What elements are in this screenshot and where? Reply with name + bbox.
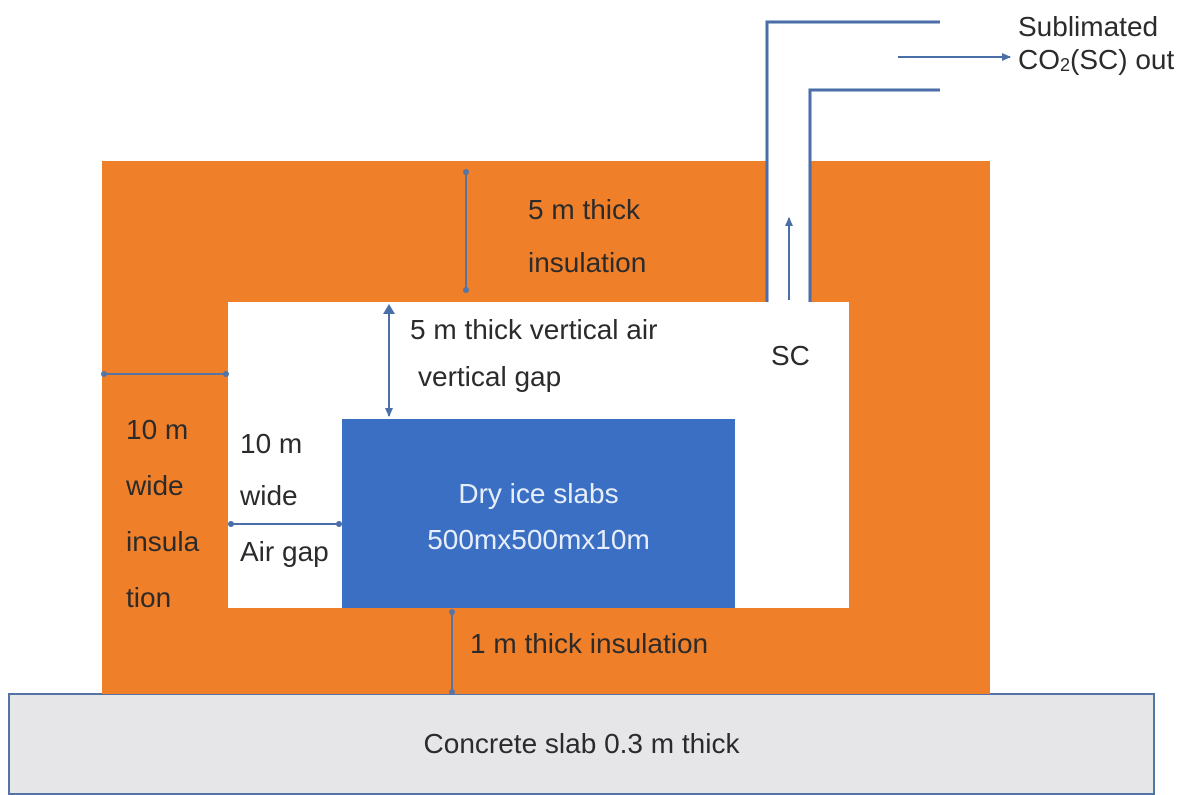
concrete-slab-label-text: Concrete slab 0.3 m thick (423, 728, 740, 759)
vent-pipe-right-wall (808, 88, 940, 302)
sc-label: SC (771, 339, 810, 372)
top-insulation-label: 5 m thick insulation (528, 193, 646, 279)
dimension-dot (449, 689, 455, 695)
side-insulation-label: 10 m wide insula tion (126, 402, 199, 626)
outlet-label-line2: CO2(SC) out (1018, 43, 1174, 76)
outlet-label: Sublimated CO2(SC) out (1018, 10, 1174, 76)
bottom-insulation-label: 1 m thick insulation (470, 627, 708, 660)
outlet-label-sc-out: (SC) out (1070, 44, 1175, 76)
sc-label-text: SC (771, 340, 810, 371)
vertical-gap-label: 5 m thick vertical air vertical gap (410, 313, 657, 393)
concrete-slab-label: Concrete slab 0.3 m thick (9, 727, 1154, 760)
side-insulation-label-line: tion (126, 582, 172, 613)
dimension-dot (101, 371, 107, 377)
side-air-gap-label-line: 10 m (240, 428, 303, 459)
bottom-insulation-label-text: 1 m thick insulation (470, 628, 709, 659)
dimension-dot (449, 609, 455, 615)
outlet-label-co: CO (1018, 44, 1060, 76)
top-insulation-label-line2: insulation (528, 247, 647, 279)
side-insulation-label-line: insula (126, 526, 200, 557)
outlet-label-subscript: 2 (1060, 55, 1071, 76)
dry-ice-label-line1: Dry ice slabs (458, 478, 619, 509)
side-air-gap-label-line: wide (240, 480, 298, 511)
side-insulation-label-line: wide (126, 470, 184, 501)
dimension-dot (463, 287, 469, 293)
dimension-dot (463, 169, 469, 175)
dimension-arrowhead (383, 304, 395, 314)
side-insulation-label-line: 10 m (126, 414, 189, 445)
dry-ice-block (342, 419, 735, 608)
side-air-gap-label-line: Air gap (240, 536, 329, 567)
dry-ice-label-line2: 500mx500mx10m (427, 524, 650, 555)
dimension-dot (336, 521, 342, 527)
dimension-dot (223, 371, 229, 377)
dimension-dot (228, 521, 234, 527)
vent-pipe-left-wall (765, 20, 940, 302)
side-air-gap-label: 10 m wide Air gap (240, 418, 329, 578)
outlet-label-line1: Sublimated (1018, 11, 1159, 42)
vertical-gap-label-line1: 5 m thick vertical air (410, 314, 658, 345)
top-insulation-label-line1: 5 m thick (528, 194, 641, 225)
concrete-slab (8, 693, 1155, 795)
dry-ice-label: Dry ice slabs 500mx500mx10m (342, 471, 735, 563)
vertical-gap-label-line2: vertical gap (418, 361, 562, 393)
